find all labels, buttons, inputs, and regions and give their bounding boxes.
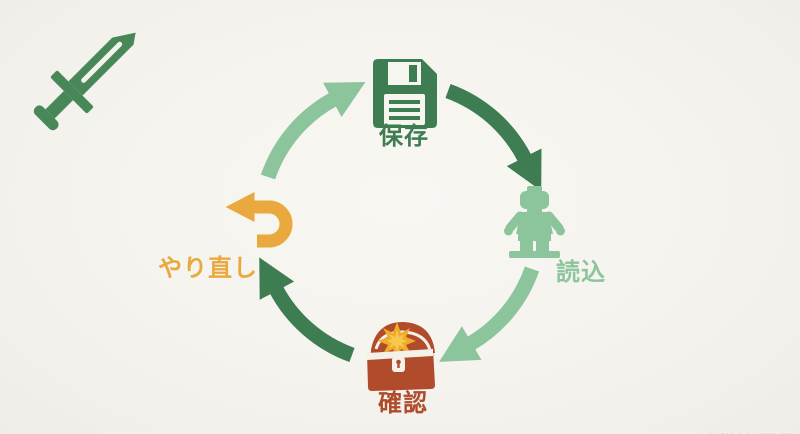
toy-sword-icon xyxy=(33,32,136,131)
undo-arrow-icon xyxy=(225,192,293,248)
floppy-disk-icon xyxy=(373,59,437,128)
step-label-check: 確認 xyxy=(378,389,428,417)
watermark: ·· ··· · · ····· ··· xyxy=(709,430,794,434)
treasure-chest-icon xyxy=(367,322,435,391)
arrow-save-to-load xyxy=(445,83,542,191)
step-label-redo: やり直し xyxy=(158,254,258,282)
minifig-icon xyxy=(504,186,565,258)
arrow-redo-to-save xyxy=(260,82,366,180)
step-label-save: 保存 xyxy=(379,122,429,150)
arrow-load-to-check xyxy=(439,266,540,362)
step-label-load: 読込 xyxy=(556,258,606,286)
arrow-check-to-redo xyxy=(259,257,355,363)
